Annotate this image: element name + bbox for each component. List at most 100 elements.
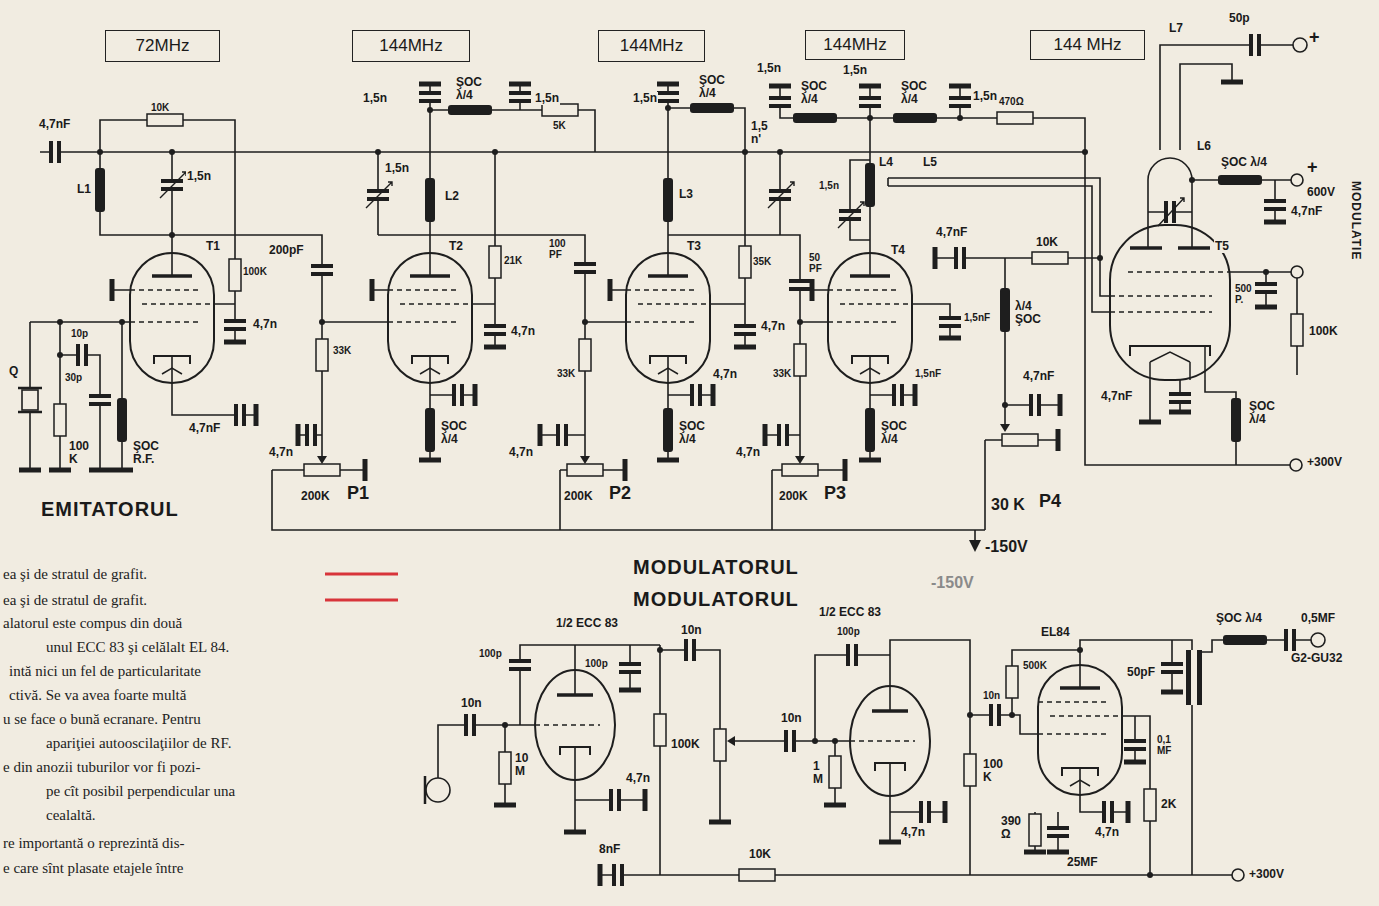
red-marks (325, 574, 398, 600)
grounds (19, 80, 1286, 887)
component-label: 100p (584, 658, 609, 669)
article-text: re importantă o reprezintă dis- (2, 835, 186, 852)
component-label: 10n (460, 697, 483, 710)
article-text: apariţiei autooscilaţiilor de RF. (45, 735, 232, 752)
component-label: 10n (982, 690, 1001, 701)
component-label: 4,7n (900, 826, 926, 839)
frequency-label: 144MHz (379, 36, 442, 56)
component-label: 100 K (68, 440, 90, 466)
faded-label: -150V (930, 574, 975, 592)
tubes (130, 225, 1230, 796)
component-label: +300V (1306, 456, 1343, 469)
potentiometer-label: + (1308, 28, 1321, 48)
component-label: 10p (70, 328, 89, 339)
component-label: 200pF (268, 244, 305, 257)
component-label: 100 K (982, 758, 1004, 784)
component-label: 8nF (598, 843, 621, 856)
component-label: T5 (1214, 240, 1230, 253)
article-text: pe cît posibil perpendicular una (45, 783, 236, 800)
component-label: ŞOC λ/4 (800, 80, 828, 106)
component-label: -150V (984, 538, 1029, 556)
component-label: 1,5n (534, 92, 560, 105)
coils (95, 103, 1267, 705)
component-label: 470Ω (998, 96, 1025, 107)
potentiometer-label: P1 (346, 484, 370, 504)
component-label: 1,5n (756, 62, 782, 75)
component-label: 10 M (514, 752, 529, 778)
component-label: 1,5 n' (750, 120, 769, 146)
component-label: ŞOC λ/4 (698, 74, 726, 100)
component-label: 100K (1308, 325, 1339, 338)
component-label: 50 PF (808, 252, 823, 274)
component-label: 25MF (1066, 856, 1099, 869)
component-label: 200K (563, 490, 594, 503)
component-label: 1,5n (972, 90, 998, 103)
component-label: 4,7nF (38, 118, 71, 131)
component-label: L7 (1168, 22, 1184, 35)
component-label: 4,7nF (1100, 390, 1133, 403)
component-label: ŞOC λ/4 (880, 420, 908, 446)
junctions (57, 105, 1269, 878)
component-label: 30p (64, 372, 83, 383)
component-label: 1,5n (818, 180, 840, 191)
component-label: 100p (478, 648, 503, 659)
component-label: 4,7n (252, 318, 278, 331)
component-label: T3 (686, 240, 702, 253)
component-label: +300V (1248, 868, 1285, 881)
component-label: 200K (778, 490, 809, 503)
component-label: 4,7nF (935, 226, 968, 239)
component-label: T1 (205, 240, 221, 253)
component-label: 4,7n (268, 446, 294, 459)
component-label: ŞOC λ/4 (1215, 612, 1263, 625)
component-label: 390 Ω (1000, 815, 1022, 841)
frequency-box: 144 MHz (1030, 30, 1145, 60)
component-label: L3 (678, 188, 694, 201)
component-label: 33K (332, 345, 352, 356)
component-label: 100p (836, 626, 861, 637)
capacitors (49, 34, 1296, 886)
potentiometer-label: + (1306, 158, 1319, 178)
component-label: λ/4 ŞOC (1014, 300, 1042, 326)
potentiometer-label: P4 (1038, 492, 1062, 512)
component-label: 600V (1306, 186, 1336, 199)
component-label: ŞOC λ/4 (455, 76, 483, 102)
article-text: ctivă. Se va avea foarte multă (8, 687, 187, 704)
frequency-label: 144 MHz (1053, 35, 1121, 55)
component-label: 33K (556, 368, 576, 379)
potentiometer-label: P2 (608, 484, 632, 504)
component-label: 100 PF (548, 238, 567, 260)
component-label: 4,7nF (188, 422, 221, 435)
component-label: 1/2 ECC 83 (555, 617, 619, 630)
component-label: 200K (300, 490, 331, 503)
component-label: ŞOC R.F. (132, 440, 160, 466)
component-label: ŞOC λ/4 (678, 420, 706, 446)
component-label: 1,5nF (963, 312, 991, 323)
frequency-label: 72MHz (136, 36, 190, 56)
component-label: 500K (1022, 660, 1048, 671)
terminal-label: MODULATIE (1349, 180, 1362, 261)
component-label: 1,5n (362, 92, 388, 105)
component-label: L2 (444, 190, 460, 203)
component-label: ŞOC λ/4 (1248, 400, 1276, 426)
component-label: 4,7n (712, 368, 738, 381)
article-text: u se face o bună ecranare. Pentru (2, 711, 202, 728)
component-label: T4 (890, 244, 906, 257)
component-label: T2 (448, 240, 464, 253)
section-title: MODULATORUL (632, 588, 800, 610)
component-label: ŞOC λ/4 (440, 420, 468, 446)
component-label: 0,5MF (1300, 612, 1336, 625)
component-label: 1,5n (384, 162, 410, 175)
resistors (54, 104, 1303, 881)
component-label: 50pF (1126, 666, 1156, 679)
component-label: ŞOC λ/4 (900, 80, 928, 106)
component-label: 1,5nF (914, 368, 942, 379)
component-label: 4,7n (735, 446, 761, 459)
terminals (18, 38, 1325, 881)
component-label: 4,7n (625, 772, 651, 785)
component-label: 4,7n (1094, 826, 1120, 839)
frequency-box: 144MHz (805, 30, 905, 60)
component-label: 33K (772, 368, 792, 379)
frequency-box: 72MHz (105, 30, 220, 62)
component-label: 2K (1160, 798, 1177, 811)
